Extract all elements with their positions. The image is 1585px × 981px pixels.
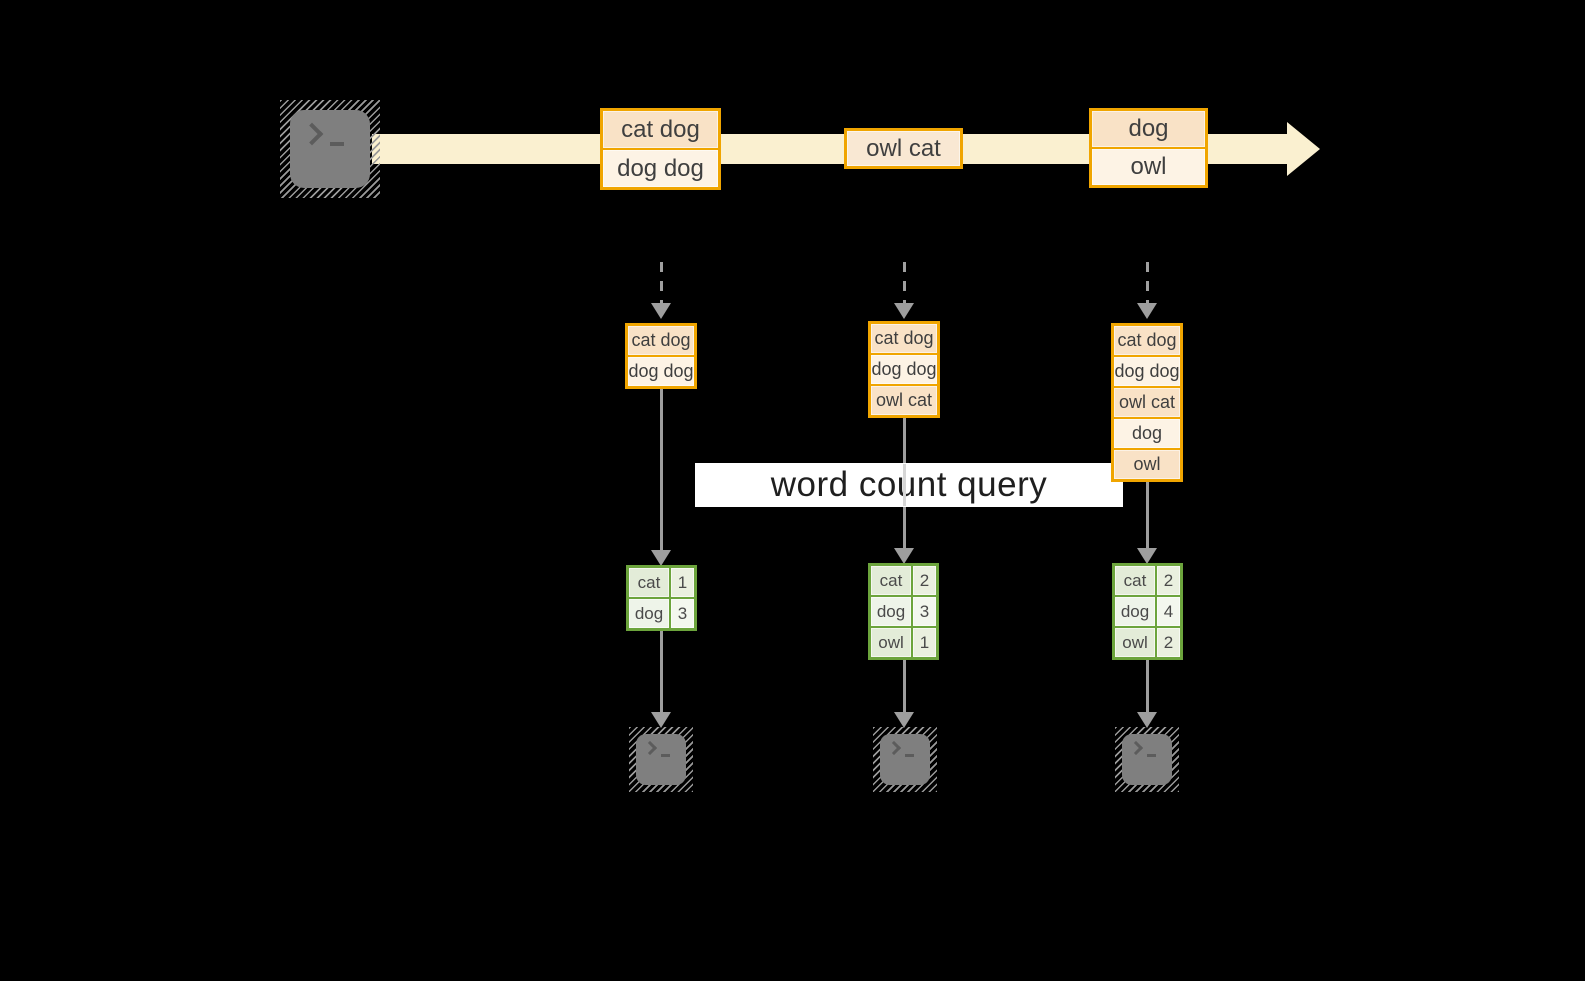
query-arrow-line-over-banner	[903, 464, 906, 506]
stream-event-box-2: owl cat	[844, 128, 963, 169]
accumulated-event-cell: owl cat	[871, 386, 937, 415]
terminal-source-icon	[280, 100, 380, 198]
query-arrowhead-icon	[1137, 548, 1157, 564]
accumulated-events-1: cat dog dog dog	[625, 323, 697, 389]
query-arrow-line	[1146, 482, 1149, 549]
word-count-table-1: cat 1 dog 3	[626, 565, 697, 631]
dashed-arrowhead-icon	[1137, 303, 1157, 319]
terminal-body	[1122, 734, 1172, 785]
dashed-arrow-line	[1146, 262, 1149, 304]
accumulated-event-cell: cat dog	[871, 324, 937, 353]
count-cell: 2	[1157, 628, 1180, 657]
query-arrowhead-icon	[651, 550, 671, 566]
count-cell: 2	[913, 566, 936, 595]
accumulated-event-cell: dog dog	[628, 357, 694, 386]
terminal-body	[880, 734, 930, 785]
word-count-query-label: word count query	[770, 465, 1048, 504]
accumulated-event-cell: owl	[1114, 450, 1180, 479]
sink-arrowhead-icon	[651, 712, 671, 728]
count-cell: 1	[913, 628, 936, 657]
sink-arrow-line	[660, 631, 663, 713]
count-cell: 1	[671, 568, 694, 597]
prompt-chevron-icon	[642, 740, 658, 756]
sink-arrowhead-icon	[1137, 712, 1157, 728]
accumulated-event-cell: cat dog	[628, 326, 694, 355]
accumulated-event-cell: owl cat	[1114, 388, 1180, 417]
terminal-body	[290, 110, 370, 188]
terminal-sink-icon-2	[873, 727, 937, 792]
word-cell: owl	[871, 628, 911, 657]
prompt-underscore-icon	[330, 142, 344, 146]
word-cell: dog	[1115, 597, 1155, 626]
prompt-underscore-icon	[661, 754, 670, 757]
accumulated-event-cell: dog dog	[1114, 357, 1180, 386]
dashed-arrow-line	[660, 262, 663, 304]
prompt-underscore-icon	[905, 754, 914, 757]
word-cell: dog	[871, 597, 911, 626]
word-cell: owl	[1115, 628, 1155, 657]
stream-event-box-3: dog owl	[1089, 108, 1208, 188]
stream-event-cell: dog dog	[603, 150, 718, 187]
sink-arrow-line	[903, 660, 906, 713]
accumulated-event-cell: cat dog	[1114, 326, 1180, 355]
stream-event-cell: cat dog	[603, 111, 718, 148]
accumulated-event-cell: dog	[1114, 419, 1180, 448]
stream-event-cell: owl cat	[847, 131, 960, 166]
prompt-underscore-icon	[1147, 754, 1156, 757]
word-count-table-2: cat 2 dog 3 owl 1	[868, 563, 939, 660]
dashed-arrow-line	[903, 262, 906, 304]
accumulated-events-3: cat dog dog dog owl cat dog owl	[1111, 323, 1183, 482]
dashed-arrowhead-icon	[651, 303, 671, 319]
query-arrowhead-icon	[894, 548, 914, 564]
word-cell: cat	[871, 566, 911, 595]
count-cell: 4	[1157, 597, 1180, 626]
prompt-chevron-icon	[300, 122, 324, 146]
count-cell: 3	[671, 599, 694, 628]
stream-event-cell: owl	[1092, 149, 1205, 185]
query-arrow-line	[660, 387, 663, 551]
stream-event-box-1: cat dog dog dog	[600, 108, 721, 190]
word-count-query-banner: word count query	[695, 463, 1123, 507]
sink-arrowhead-icon	[894, 712, 914, 728]
stream-right-arrowhead-icon	[1287, 122, 1320, 176]
word-cell: dog	[629, 599, 669, 628]
accumulated-event-cell: dog dog	[871, 355, 937, 384]
prompt-chevron-icon	[886, 740, 902, 756]
terminal-sink-icon-1	[629, 727, 693, 792]
accumulated-events-2: cat dog dog dog owl cat	[868, 321, 940, 418]
terminal-body	[636, 734, 686, 785]
word-cell: cat	[1115, 566, 1155, 595]
word-count-table-3: cat 2 dog 4 owl 2	[1112, 563, 1183, 660]
stream-event-cell: dog	[1092, 111, 1205, 147]
count-cell: 2	[1157, 566, 1180, 595]
count-cell: 3	[913, 597, 936, 626]
terminal-sink-icon-3	[1115, 727, 1179, 792]
word-cell: cat	[629, 568, 669, 597]
prompt-chevron-icon	[1128, 740, 1144, 756]
dashed-arrowhead-icon	[894, 303, 914, 319]
sink-arrow-line	[1146, 660, 1149, 713]
